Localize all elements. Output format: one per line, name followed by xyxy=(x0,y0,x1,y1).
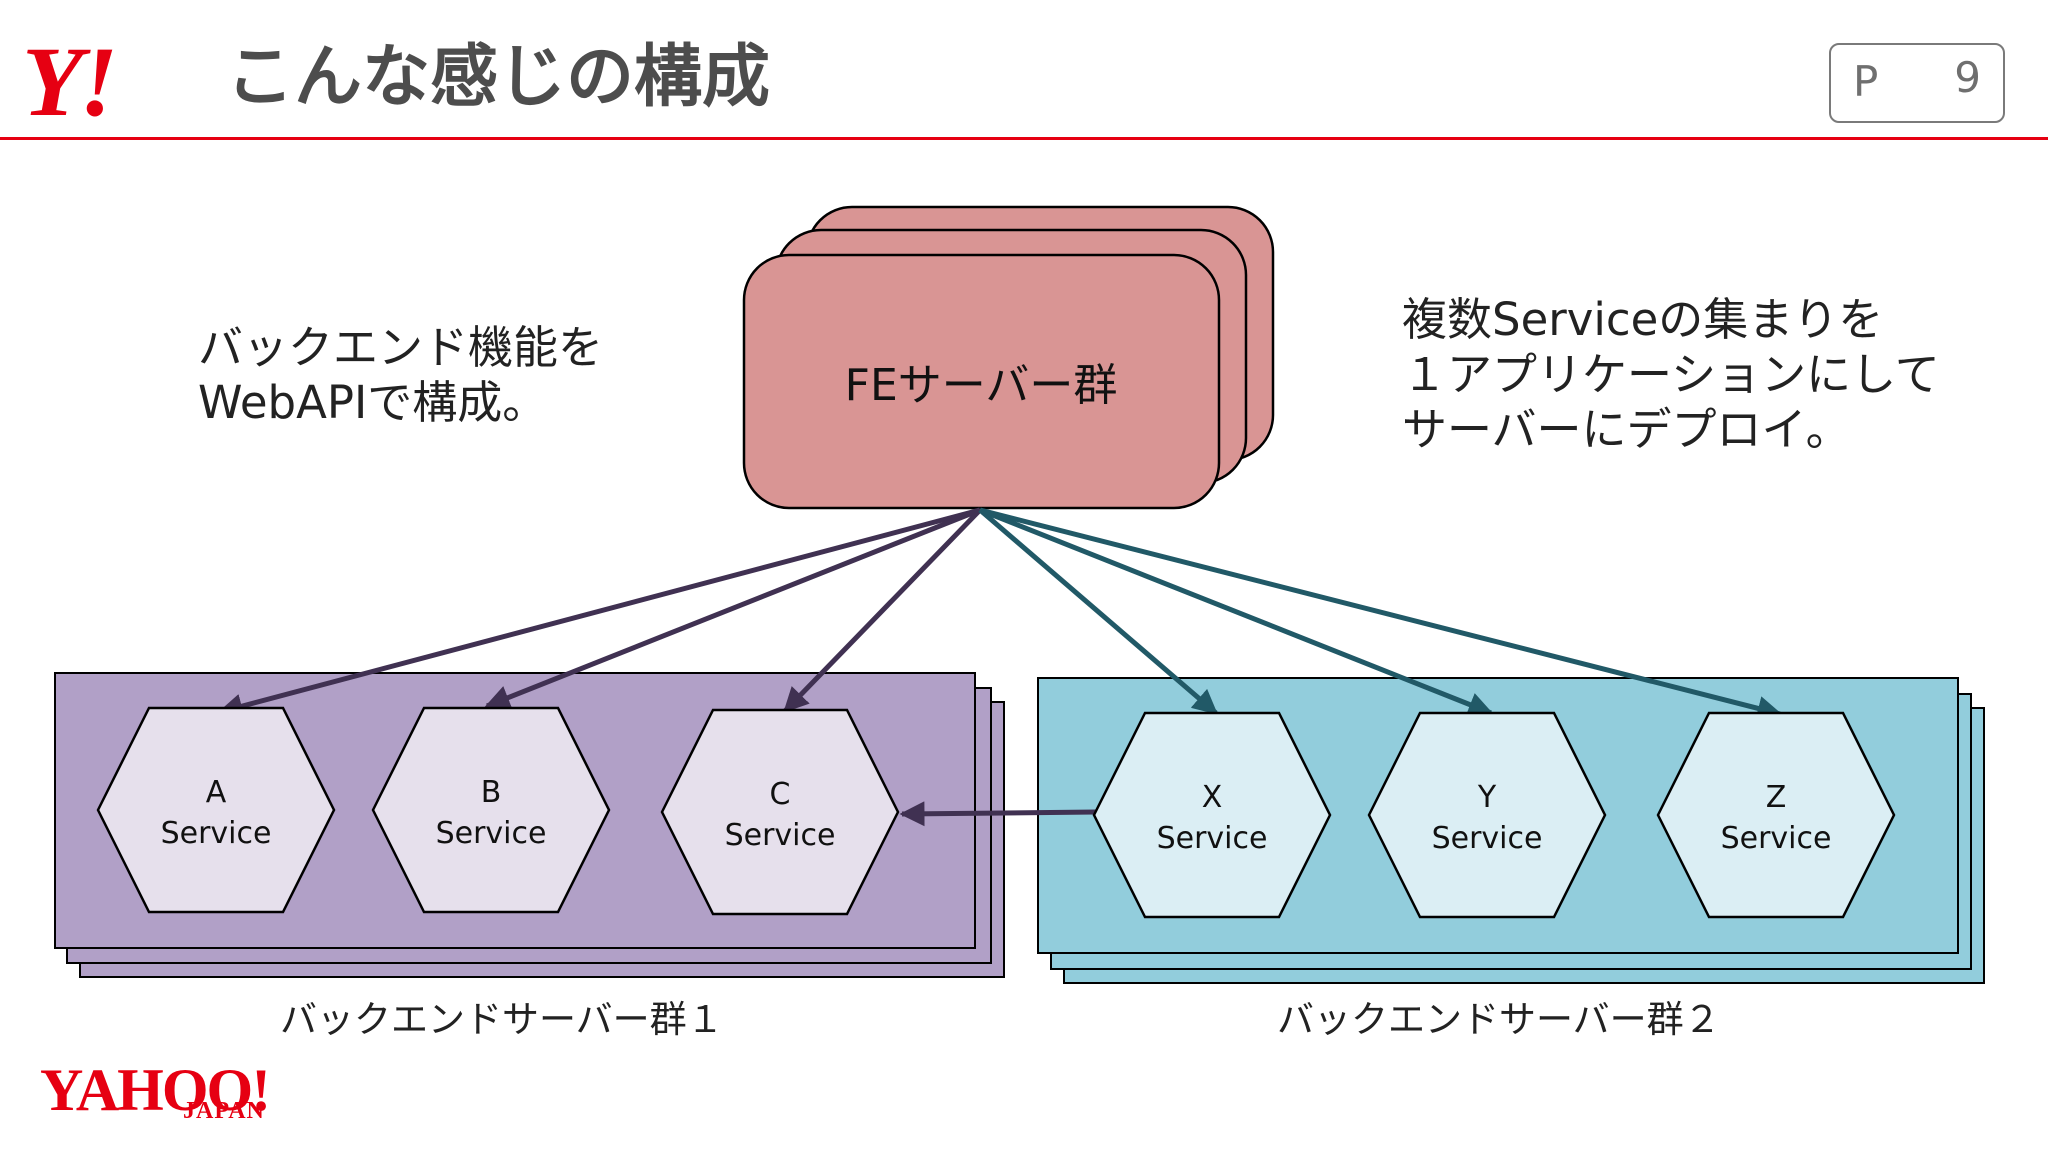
arrow-x-to-c xyxy=(899,801,1097,827)
annotation-left-line-2: WebAPIで構成。 xyxy=(198,376,548,429)
page-indicator: P 9 xyxy=(1829,43,2005,123)
backend-group-2-label: バックエンドサーバー群２ xyxy=(1277,998,1721,1041)
annotation-right: 複数Serviceの集まりを １アプリケーションにして サーバーにデプロイ。 xyxy=(1402,292,1940,457)
annotation-right-line-2: １アプリケーションにして xyxy=(1402,348,1940,401)
service-y-letter: Y xyxy=(1477,780,1497,815)
arrow-to-z xyxy=(979,507,1783,721)
fe-server-group: FEサーバー群 xyxy=(742,205,1275,510)
service-a-letter: A xyxy=(206,775,227,810)
service-z-name: Service xyxy=(1721,821,1832,856)
yahoo-japan-logo-sub: JAPAN xyxy=(183,1098,265,1124)
service-a: A Service xyxy=(96,706,336,914)
service-b-letter: B xyxy=(481,775,502,810)
fe-server-label: FEサーバー群 xyxy=(845,360,1118,411)
service-c: C Service xyxy=(660,708,900,916)
service-b: B Service xyxy=(371,706,611,914)
slide-title: こんな感じの構成 xyxy=(226,38,771,117)
service-x: X Service xyxy=(1092,711,1332,919)
arrows-group-2 xyxy=(978,507,1783,721)
arrow-to-x xyxy=(978,508,1218,715)
service-z-letter: Z xyxy=(1766,780,1787,815)
annotation-left-line-1: バックエンド機能を xyxy=(198,321,604,374)
service-z: Z Service xyxy=(1656,711,1896,919)
service-c-name: Service xyxy=(725,818,836,853)
annotation-left: バックエンド機能を WebAPIで構成。 xyxy=(198,320,603,430)
yahoo-japan-logo: YAHOO! xyxy=(40,1057,271,1123)
service-a-name: Service xyxy=(161,816,272,851)
page-label: P xyxy=(1853,57,1879,106)
backend-group-1-label: バックエンドサーバー群１ xyxy=(280,998,724,1041)
annotation-right-line-1: 複数Serviceの集まりを xyxy=(1402,293,1884,346)
annotation-right-line-3: サーバーにデプロイ。 xyxy=(1402,403,1851,456)
service-y-name: Service xyxy=(1432,821,1543,856)
arrow-to-c xyxy=(783,508,982,713)
page-number: 9 xyxy=(1954,53,1981,102)
service-b-name: Service xyxy=(436,816,547,851)
yahoo-logo: Y! xyxy=(22,26,118,137)
service-y: Y Service xyxy=(1367,711,1607,919)
arrow-to-b xyxy=(484,507,981,710)
service-x-letter: X xyxy=(1202,780,1223,815)
service-x-name: Service xyxy=(1157,821,1268,856)
arrow-to-a xyxy=(217,507,981,719)
header-divider xyxy=(0,137,2048,140)
service-c-letter: C xyxy=(770,777,791,812)
arrow-to-y xyxy=(979,507,1494,717)
arrows-group-1 xyxy=(217,507,982,719)
